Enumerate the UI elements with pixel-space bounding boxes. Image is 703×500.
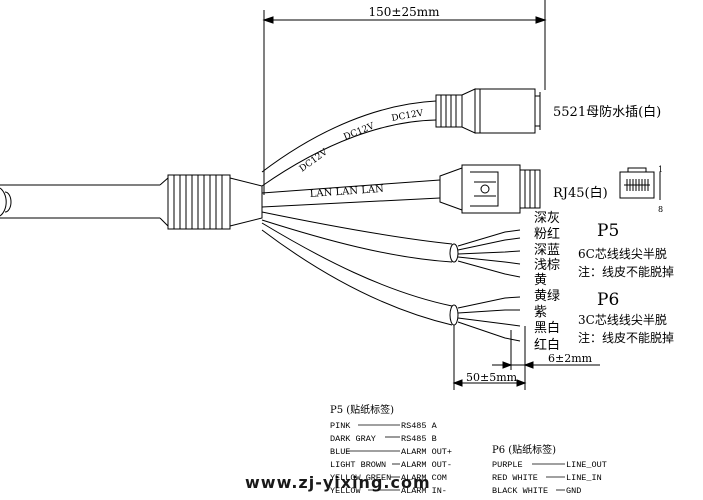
p6-wire-color-3: 黑白 <box>534 320 560 336</box>
p5-wires <box>457 229 521 278</box>
p6-row-3-signal: GND <box>566 486 581 496</box>
p5-title: P5 <box>597 221 619 241</box>
p6-row-1-wire: PURPLE <box>492 460 523 470</box>
p5-wire-color-5: 黄 <box>534 273 547 288</box>
p5-desc-2: 注：线皮不能脱掉 <box>578 264 674 279</box>
p6-table-title: P6 (贴纸标签) <box>492 443 556 456</box>
p5-row-5-wire: YELLOW GREEN <box>330 473 391 483</box>
p5-cable <box>261 211 459 263</box>
p6-desc-2: 注：线皮不能脱掉 <box>578 330 674 345</box>
dim-top-label: 150±25mm <box>369 5 441 19</box>
p6-wire-color-4: 红白 <box>534 337 560 353</box>
cable-boot <box>159 174 263 230</box>
dc-connector <box>435 88 541 134</box>
p5-wire-color-2: 粉红 <box>534 226 560 242</box>
p5-row-2-signal: RS485 B <box>401 434 437 444</box>
p6-row-1-signal: LINE_OUT <box>566 460 607 470</box>
watermark: www.zj-yixing.com <box>245 473 431 492</box>
p5-row-1-signal: RS485 A <box>401 421 438 431</box>
dim-tail-label: 50±5mm <box>466 371 518 384</box>
lan-cable-text: LAN LAN LAN <box>309 184 384 200</box>
p5-row-5-signal: ALARM COM <box>401 473 447 483</box>
rj45-connector <box>439 164 541 214</box>
p5-row-3-signal: ALARM OUT+ <box>401 447 452 457</box>
main-cable <box>0 184 160 219</box>
lan-cable <box>261 179 441 208</box>
p5-row-2-wire: DARK GRAY <box>330 434 376 444</box>
dc-connector-label: 5521母防水插(白) <box>553 104 661 120</box>
p6-wires <box>457 296 521 342</box>
p5-row-4-signal: ALARM OUT- <box>401 460 452 470</box>
dc-cable-text-2: DC12V <box>342 121 376 142</box>
p6-row-3-wire: BLACK WHITE <box>492 486 548 496</box>
p6-desc-1: 3C芯线线尖半脱 <box>578 312 667 327</box>
p6-title: P6 <box>597 290 619 310</box>
arrow-left <box>262 16 274 24</box>
p6-wire-color-1: 黄绿 <box>534 289 560 304</box>
p5-wire-color-3: 深蓝 <box>534 243 560 258</box>
p5-row-4-wire: LIGHT BROWN <box>330 460 386 470</box>
p6-row-2-signal: LINE_IN <box>566 473 602 483</box>
dimension-bottom <box>452 325 600 390</box>
rj45-label: RJ45(白) <box>553 185 608 201</box>
p5-row-6-signal: ALARM IN- <box>401 486 447 496</box>
p5-table-title: P5 (贴纸标签) <box>330 403 394 416</box>
p5-wire-color-1: 深灰 <box>534 211 560 226</box>
p6-row-2-wire: RED WHITE <box>492 473 538 483</box>
p5-row-1-wire: PINK <box>330 421 351 431</box>
dimension-top <box>262 0 547 195</box>
p6-cable <box>261 222 459 326</box>
p5-row-3-wire: BLUE <box>330 447 350 457</box>
rj45-pin-1: 1 <box>658 165 663 174</box>
dc-cable <box>261 100 437 187</box>
p5-row-6-wire: YELLOW <box>330 486 362 496</box>
rj45-port-icon <box>619 167 661 200</box>
dc-cable-text-3: DC12V <box>391 108 425 124</box>
dim-strip-label: 6±2mm <box>548 352 593 365</box>
p5-desc-1: 6C芯线线尖半脱 <box>578 246 667 261</box>
arrow-right <box>535 16 547 24</box>
table-leaders <box>346 424 565 491</box>
p5-wire-color-4: 浅棕 <box>534 258 560 273</box>
p6-wire-color-2: 紫 <box>534 305 547 320</box>
rj45-pin-8: 8 <box>658 205 663 214</box>
